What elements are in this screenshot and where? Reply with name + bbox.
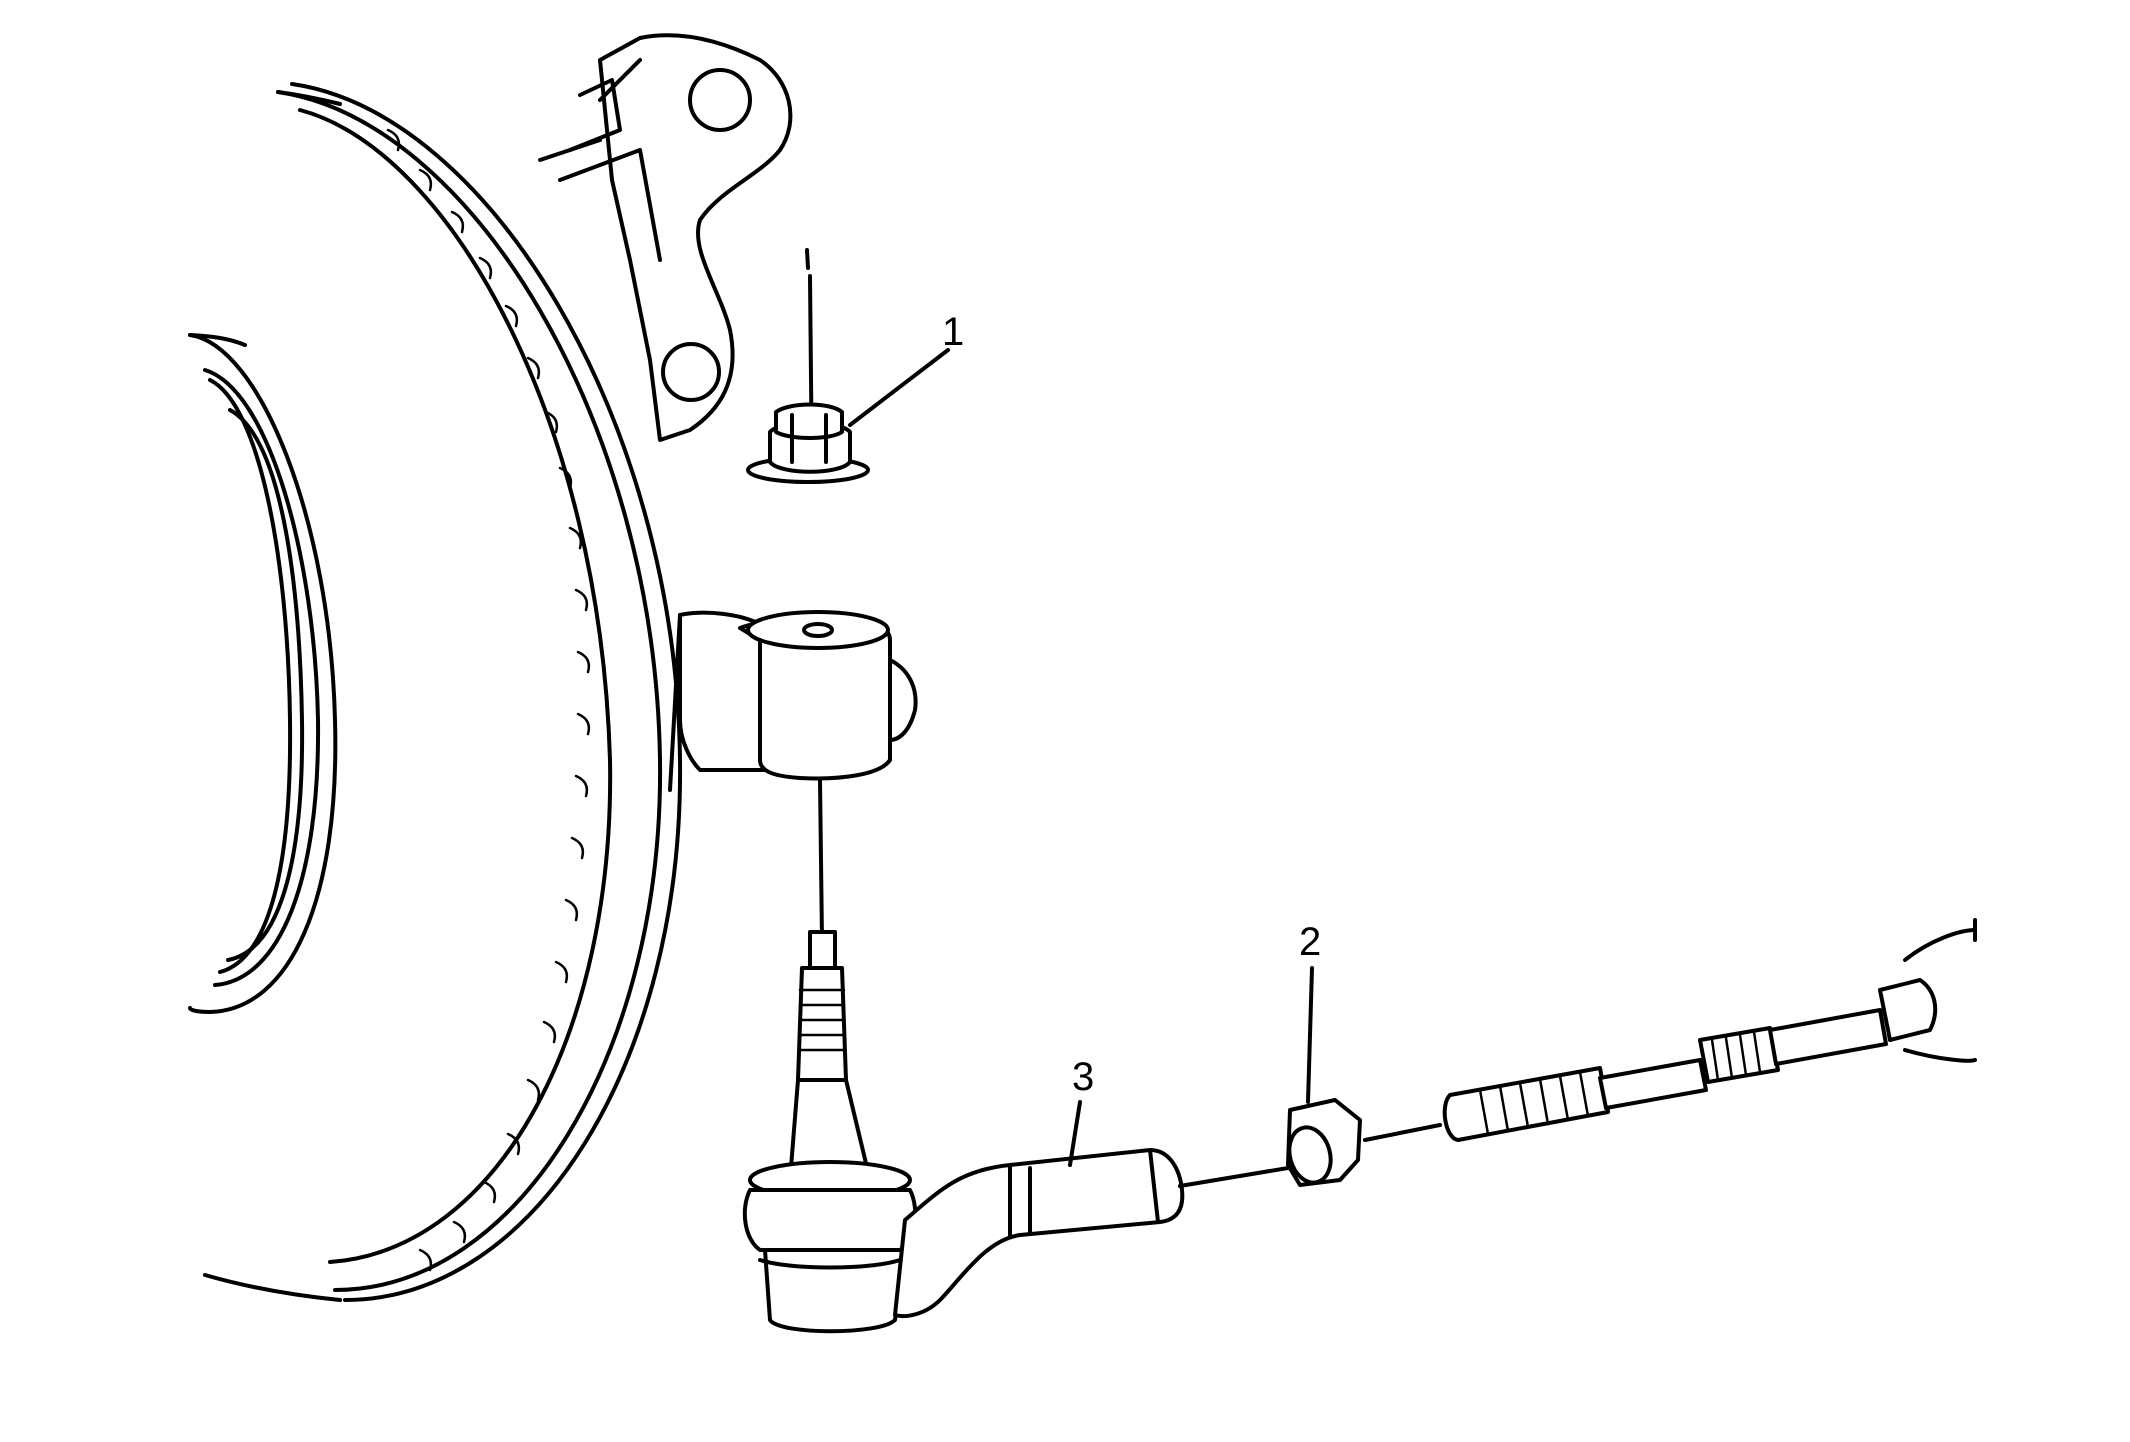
- callout-1: 1: [848, 310, 964, 427]
- inner-tie-rod: [1442, 918, 1977, 1142]
- callout-1-leader: [848, 348, 950, 427]
- stud-axis-line: [818, 778, 824, 942]
- jam-nut: [1178, 1098, 1442, 1188]
- brake-rotor: [188, 82, 683, 1302]
- callout-2-label: 2: [1299, 920, 1321, 964]
- callout-1-label: 1: [942, 310, 964, 354]
- callout-3-label: 3: [1072, 1055, 1094, 1099]
- callout-3-leader: [1068, 1100, 1082, 1167]
- outer-tie-rod-end: [742, 930, 1185, 1334]
- steering-knuckle: [538, 33, 918, 792]
- callout-2-leader: [1306, 966, 1314, 1104]
- rotor-hat: [188, 333, 338, 1014]
- callout-3: 3: [1068, 1055, 1094, 1167]
- tie-rod-end-nut: [746, 248, 870, 484]
- callout-2: 2: [1299, 920, 1321, 1104]
- rotor-cooling-vanes: [386, 128, 591, 1272]
